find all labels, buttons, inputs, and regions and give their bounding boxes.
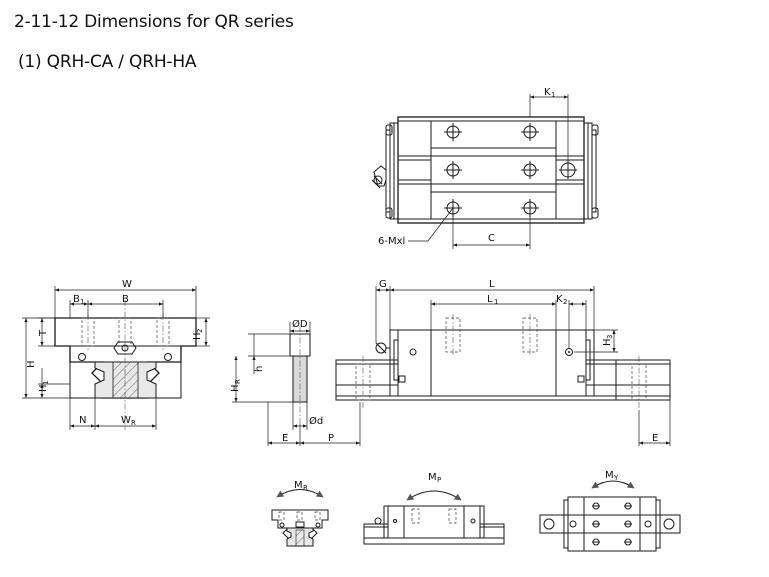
mounting-hole [521, 123, 539, 141]
label-g: G [379, 279, 387, 290]
label-l: L [489, 279, 495, 290]
svg-text:Y: Y [613, 474, 619, 482]
svg-text:R: R [303, 484, 308, 492]
moment-diagram-my: M Y [539, 470, 681, 552]
svg-text:2: 2 [563, 298, 567, 306]
svg-text:1: 1 [551, 91, 555, 99]
label-wr: W [121, 415, 131, 426]
label-w: W [122, 279, 132, 290]
label-h: H [26, 360, 37, 368]
label-c: C [488, 233, 495, 244]
mounting-hole [444, 161, 462, 179]
label-mr: M [294, 480, 303, 491]
grease-nipple-icon [371, 165, 387, 189]
svg-text:1: 1 [80, 298, 84, 306]
label-h-small: h [254, 366, 265, 372]
label-k2: K [556, 294, 563, 305]
label-b1: B [73, 294, 80, 305]
mounting-hole [521, 199, 539, 217]
label-h2: H [192, 332, 203, 340]
mounting-hole [521, 161, 539, 179]
side-view: G L L 1 K 2 H 3 E [335, 279, 671, 446]
svg-text:3: 3 [606, 335, 614, 339]
label-h1: H [38, 384, 49, 392]
top-view: K 1 6-Mxl C [371, 87, 599, 249]
page-subtitle: (1) QRH-CA / QRH-HA [18, 52, 197, 72]
front-view: W B 1 B T H 2 H H 1 [22, 279, 210, 430]
svg-text:P: P [437, 476, 441, 484]
svg-text:R: R [131, 419, 136, 427]
label-e-right: E [652, 433, 658, 444]
label-h3: H [602, 338, 613, 346]
side-grease-nipple-icon [375, 342, 390, 354]
label-e-left: E [282, 433, 288, 444]
moment-diagram-mp: M P [363, 472, 505, 545]
svg-text:1: 1 [494, 298, 498, 306]
moment-diagram-mr: M R [271, 480, 329, 547]
label-phi-d-small: Ød [309, 415, 323, 427]
label-hr: H [230, 384, 241, 392]
svg-text:1: 1 [42, 381, 50, 385]
label-phi-d-large: ØD [292, 318, 308, 330]
page-title: 2-11-12 Dimensions for QR series [14, 12, 294, 32]
svg-text:R: R [234, 379, 242, 384]
svg-text:2: 2 [196, 329, 204, 333]
label-k1: K [544, 87, 551, 98]
label-t: T [38, 329, 49, 337]
label-mxl: 6-Mxl [378, 236, 405, 247]
label-n: N [79, 415, 86, 426]
side-view-block [397, 329, 587, 397]
mounting-hole [444, 123, 462, 141]
label-mp: M [428, 472, 437, 483]
rail-hole-section: ØD h H R Ød E P [230, 318, 361, 446]
label-my: M [605, 470, 614, 481]
label-l1: L [487, 294, 493, 305]
label-b: B [122, 294, 129, 305]
label-p: P [328, 433, 334, 444]
